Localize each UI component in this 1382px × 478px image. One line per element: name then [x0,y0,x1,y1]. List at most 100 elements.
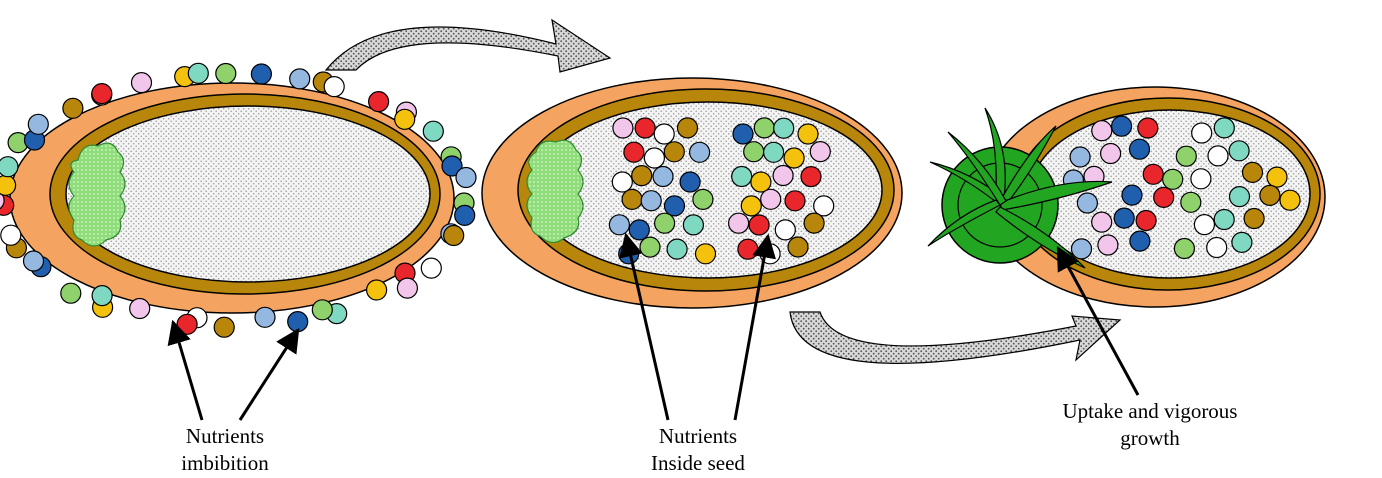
nutrient-particle [783,147,805,169]
nutrient-particle [1175,145,1197,167]
nutrient-particle [688,141,711,163]
nutrient-particle [1076,192,1099,214]
nutrient-particle [1069,146,1091,168]
nutrient-particle [0,156,19,178]
nutrient-particle [1213,117,1235,139]
nutrient-particle [608,214,631,236]
nutrient-particle [250,63,272,85]
nutrient-particle [803,212,825,234]
external-nutrient-particles [0,62,477,338]
nutrient-particle [323,75,345,98]
nutrient-particle [0,174,17,196]
nutrient-particle [652,165,674,188]
nutrient-particle [634,117,656,139]
nutrient-particle [762,141,785,163]
nutrient-particle [1142,163,1164,185]
nutrient-particle [176,313,198,335]
seed-3-growth [927,86,1326,308]
pointer-arrow [1056,245,1140,396]
nutrient-particle [1190,168,1212,190]
seed-2-nutrients-inside [481,77,903,309]
caption-imbibition-line2: imbibition [181,451,269,475]
caption-inside-line1: Nutrients [659,424,737,448]
nutrient-particle [91,82,113,105]
nutrient-particle [1113,207,1135,229]
nutrient-particle [394,108,416,130]
nutrient-particle [311,299,333,321]
nutrient-particle [1110,115,1133,137]
nutrient-particle [676,117,699,139]
nutrient-particle [422,120,444,142]
nutrient-particle [743,141,765,163]
nutrient-particle [455,166,477,189]
nutrient-particle [1231,231,1253,253]
nutrient-particle [692,188,714,210]
nutrient-particle [813,195,835,217]
nutrient-particle [0,191,5,210]
nutrient-particle [0,224,22,246]
nutrient-particle [621,188,643,210]
nutrient-particle [774,219,796,241]
nutrient-particle [750,171,772,193]
seedling-particles [1062,115,1301,260]
nutrient-particle [663,141,685,163]
nutrient-particle [60,282,82,304]
nutrient-particle [611,171,633,193]
nutrient-particle [289,68,311,90]
internal-nutrient-particles [608,117,835,265]
nutrient-particle [653,212,676,234]
nutrient-particle [1099,142,1122,165]
nutrient-particle [129,297,151,320]
nutrient-particle [666,238,688,260]
nutrient-particle [760,188,782,210]
nutrient-particle [1121,184,1143,206]
nutrient-particle [623,141,645,163]
caption-inside-line2: Inside seed [651,451,745,475]
nutrient-particle [1241,161,1264,183]
nutrient-particle [1097,234,1119,256]
nutrient-particle [1091,211,1113,233]
caption-imbibition-line1: Nutrients [186,424,264,448]
pointer-arrow [238,327,300,421]
nutrient-particle [1243,207,1265,230]
transition-arrow-bottom [789,311,1122,364]
nutrient-particle [441,155,463,177]
nutrient-particle [1191,122,1213,144]
seed-1-imbibition [0,62,477,338]
nutrient-particle [772,164,794,187]
transition-arrow-top [324,18,612,73]
nutrient-particle [737,238,759,260]
nutrient-particle [1266,166,1288,188]
nutrient-particle [1129,230,1151,252]
nutrient-particle [732,123,754,145]
nutrient-particle [679,171,701,193]
nutrient-particle [773,117,795,139]
caption-uptake-line1: Uptake and vigorous [1063,399,1238,423]
nutrient-particle [1207,145,1229,167]
nutrient-particle [1153,186,1175,208]
nutrient-particle [809,141,831,163]
nutrient-particle [1228,186,1251,208]
nutrient-particle [784,190,806,212]
nutrient-particle [731,165,753,188]
nutrient-particle [454,204,476,226]
nutrient-particle [753,117,775,139]
pointer-arrow [619,232,670,421]
nutrient-particle [1193,214,1216,236]
nutrient-particle [22,250,45,272]
nutrient-particle [643,147,666,169]
nutrient-particle [1279,189,1301,211]
nutrient-particle [1259,184,1281,206]
nutrient-particle [797,123,819,145]
nutrient-particle [682,214,705,236]
nutrient-particle [639,236,661,258]
nutrient-particle [1091,120,1113,142]
nutrient-particle [1162,168,1184,190]
nutrient-particle [254,306,276,328]
nutrient-particle [1180,191,1202,213]
nutrient-particle [800,166,822,188]
seedling [927,107,1113,269]
nutrient-particle [130,71,153,94]
nutrient-particle [1173,237,1196,260]
